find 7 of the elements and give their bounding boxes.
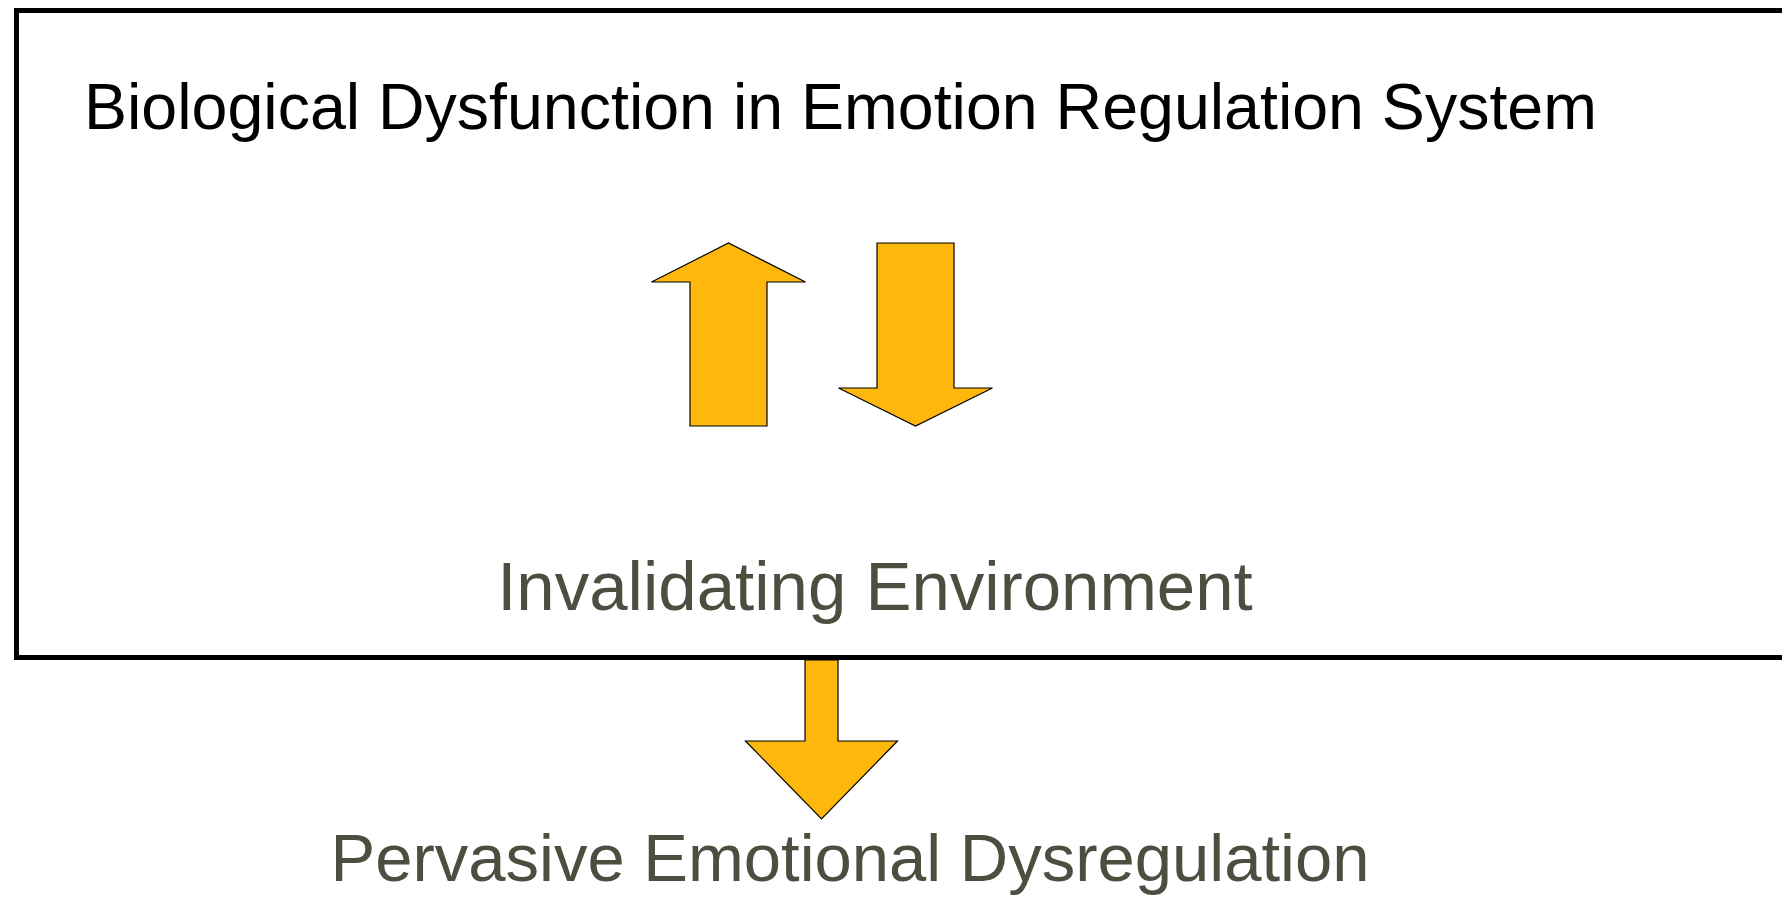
heading-text: Biological Dysfunction in Emotion Regulation System bbox=[84, 70, 1597, 145]
block-arrow bbox=[837, 242, 994, 427]
label-text: Invalidating Environment bbox=[497, 546, 1253, 626]
block-arrow bbox=[744, 659, 899, 820]
block-arrow bbox=[650, 242, 807, 427]
outline-box bbox=[14, 8, 1782, 660]
outcome-text: Pervasive Emotional Dysregulation bbox=[330, 819, 1370, 897]
